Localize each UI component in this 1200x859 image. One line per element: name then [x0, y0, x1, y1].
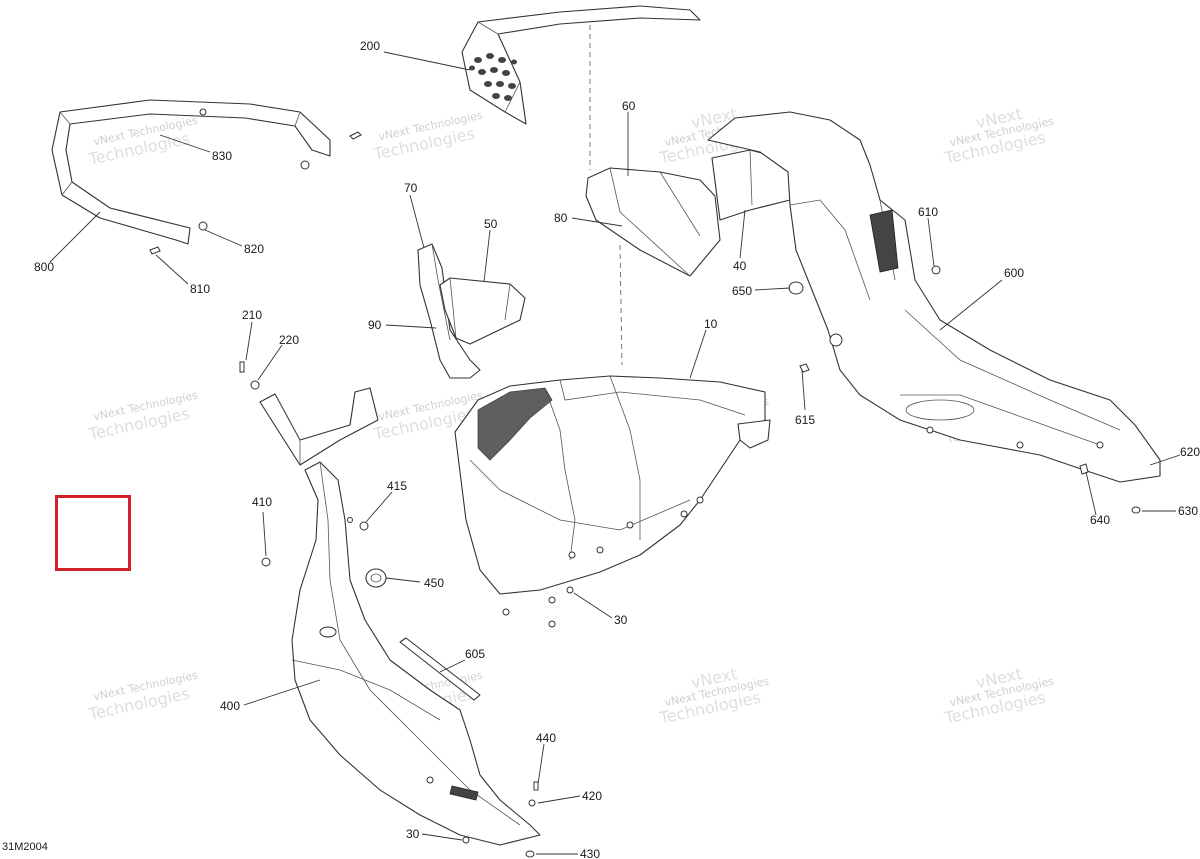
nut-icon	[566, 586, 574, 594]
callout-30-lower[interactable]: 30	[406, 827, 420, 841]
nut-icon	[548, 596, 556, 604]
screw-icon	[533, 781, 539, 791]
alignment-lines	[589, 25, 623, 366]
part-400-left-body[interactable]	[291, 461, 541, 846]
callout-50[interactable]: 50	[484, 217, 498, 231]
screw-icon	[239, 361, 245, 373]
callout-605[interactable]: 605	[465, 647, 485, 661]
nut-icon	[359, 521, 369, 531]
watermark: vNext Technologies Technologies	[86, 669, 199, 724]
callout-640[interactable]: 640	[1090, 513, 1110, 527]
watermark: vNext Technologies Technologies	[371, 109, 484, 164]
part-450-grommet[interactable]	[365, 568, 387, 588]
part-80-side-panel[interactable]	[585, 167, 721, 277]
callout-610[interactable]: 610	[918, 205, 938, 219]
watermark: vNext Technologies Technologies	[86, 389, 199, 444]
part-605-strip[interactable]	[399, 637, 481, 701]
nut-icon	[502, 608, 510, 616]
callout-40[interactable]: 40	[733, 259, 747, 273]
part-70-90-bracket[interactable]	[417, 243, 481, 379]
bolt-icon	[149, 246, 161, 255]
nut-icon	[696, 496, 704, 504]
callout-30[interactable]: 30	[614, 613, 628, 627]
part-10-front-body[interactable]	[454, 375, 771, 595]
watermark: vNext Technologies Technologies	[86, 114, 199, 169]
callout-630[interactable]: 630	[1178, 504, 1198, 518]
callout-80[interactable]: 80	[554, 211, 568, 225]
callout-820[interactable]: 820	[244, 242, 264, 256]
callout-650[interactable]: 650	[732, 284, 752, 298]
fasteners-handle	[149, 131, 362, 255]
alignment-line	[619, 244, 623, 366]
callout-600[interactable]: 600	[1004, 266, 1024, 280]
callout-620[interactable]: 620	[1180, 445, 1200, 459]
callout-615[interactable]: 615	[795, 413, 815, 427]
nut-icon	[462, 836, 470, 844]
callout-430[interactable]: 430	[580, 847, 600, 859]
grommet-icon	[788, 281, 804, 295]
watermark: vNext vNext Technologies Technologies	[942, 104, 1055, 168]
callout-90[interactable]: 90	[368, 318, 382, 332]
nut-icon	[198, 221, 208, 231]
nut-icon	[300, 160, 310, 170]
bolt-icon	[1079, 463, 1089, 475]
callout-200[interactable]: 200	[360, 39, 380, 53]
callout-810[interactable]: 810	[190, 282, 210, 296]
washer-icon	[525, 850, 535, 858]
clip-icon	[799, 363, 810, 373]
callout-415[interactable]: 415	[387, 479, 407, 493]
nut-icon	[528, 799, 536, 807]
part-800-handle-bar[interactable]	[51, 99, 331, 245]
nut-icon	[261, 557, 271, 567]
nut-icon	[250, 380, 260, 390]
callout-830[interactable]: 830	[212, 149, 232, 163]
callout-70[interactable]: 70	[404, 181, 418, 195]
callout-410[interactable]: 410	[252, 495, 272, 509]
nut-icon	[680, 510, 688, 518]
watermark: vNext vNext Technologies Technologies	[657, 664, 770, 728]
callout-labels: 200 60 830 800 820 810 70 50 80 40 610 6…	[34, 39, 1200, 859]
washer-icon	[1131, 506, 1141, 514]
highlight-box[interactable]	[55, 495, 131, 571]
callout-10[interactable]: 10	[704, 317, 718, 331]
nut-icon	[548, 620, 556, 628]
callout-60[interactable]: 60	[622, 99, 636, 113]
callout-220[interactable]: 220	[279, 333, 299, 347]
nut-icon	[931, 265, 941, 275]
bolt-icon	[349, 131, 362, 140]
screw-icon	[199, 108, 207, 116]
callout-400[interactable]: 400	[220, 699, 240, 713]
part-50-insert[interactable]	[439, 277, 526, 345]
callout-420[interactable]: 420	[582, 789, 602, 803]
callout-450[interactable]: 450	[424, 576, 444, 590]
watermark: vNext vNext Technologies Technologies	[942, 664, 1055, 728]
part-200-vent-cover[interactable]	[461, 5, 701, 125]
callout-800[interactable]: 800	[34, 260, 54, 274]
callout-440[interactable]: 440	[536, 731, 556, 745]
illustration-code: 31M2004	[2, 841, 48, 853]
bracket-upper-left[interactable]	[259, 387, 379, 466]
leader-lines	[49, 51, 1181, 855]
part-600-right-body[interactable]	[707, 111, 1161, 483]
callout-210[interactable]: 210	[242, 308, 262, 322]
